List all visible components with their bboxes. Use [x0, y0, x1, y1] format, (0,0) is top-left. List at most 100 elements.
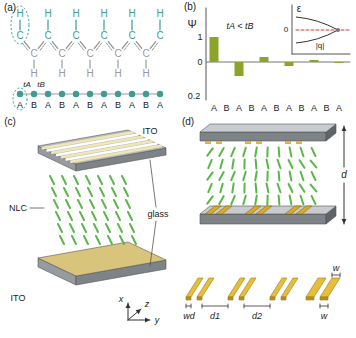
ch-bond — [61, 60, 62, 68]
figure-label: |q| — [316, 42, 325, 50]
ch-bond — [117, 60, 118, 68]
lc-molecule — [290, 172, 292, 181]
lc-molecule — [255, 148, 256, 157]
axis-arrow — [128, 309, 141, 320]
lc-molecule — [267, 184, 269, 193]
site-dot — [31, 91, 37, 97]
figure-label: H — [114, 69, 121, 79]
figure-label: 1 — [197, 33, 202, 42]
dimension-bracket — [186, 304, 187, 308]
electrode — [256, 206, 272, 214]
dimension-bracket — [244, 306, 270, 307]
lc-molecule — [243, 148, 245, 157]
figure-label: C — [142, 49, 149, 59]
dimension-bracket — [332, 273, 333, 277]
axis-arrow — [126, 303, 131, 308]
plate-front — [200, 132, 326, 141]
plate-top — [38, 242, 166, 276]
figure-label: (c) — [4, 117, 16, 127]
lc-molecule — [255, 184, 258, 193]
figure-label: A — [311, 104, 317, 113]
lc-molecule — [102, 200, 106, 208]
y-axis — [206, 8, 207, 100]
axis-arrow — [145, 318, 150, 323]
electrode-bar — [239, 278, 256, 297]
inset-zero — [296, 30, 350, 31]
figure-label: wd — [183, 312, 195, 321]
figure-label: A — [286, 104, 292, 113]
dimension-bracket — [202, 306, 228, 307]
dimension-bracket — [340, 273, 341, 277]
dimension-bracket — [320, 306, 328, 307]
lc-molecule — [301, 172, 304, 181]
lc-molecule — [300, 184, 305, 192]
lc-molecule — [74, 176, 78, 184]
lc-molecule — [232, 184, 233, 193]
site-dot — [59, 91, 65, 97]
figure-label: C — [86, 49, 93, 59]
lc-molecule — [90, 200, 94, 208]
cc-bond-dashed — [134, 43, 139, 50]
electrode — [296, 206, 312, 214]
site-dot — [143, 91, 149, 97]
lc-molecule — [311, 161, 317, 168]
electrode-bar — [281, 278, 298, 297]
figure-label: tA — [23, 81, 31, 89]
figure-label: NLC — [9, 204, 27, 213]
figure-label: z — [145, 300, 150, 309]
electrode-bar — [306, 297, 314, 300]
figure-label: C — [16, 31, 23, 41]
electrode — [205, 141, 211, 144]
figure-label: A — [45, 101, 51, 110]
ch-bond — [19, 20, 20, 30]
zero-line — [206, 62, 350, 63]
cc-bond-dashed — [40, 43, 45, 50]
electrode-bar — [197, 278, 214, 297]
lc-molecule — [301, 148, 304, 157]
lc-molecule — [62, 176, 66, 184]
figure-label: (b) — [184, 2, 196, 12]
figure-label: A — [129, 101, 135, 110]
figure-label: C — [72, 31, 79, 41]
site-dot — [17, 91, 23, 97]
lc-molecule — [266, 148, 268, 157]
figure-label: B — [87, 101, 93, 110]
figure-label: d — [341, 170, 347, 180]
electrode-bar — [270, 297, 275, 300]
electrode-bar — [320, 278, 340, 297]
lc-molecule — [289, 184, 293, 192]
figure-label: B — [31, 101, 37, 110]
lc-molecule — [92, 212, 96, 220]
ch-bond — [145, 60, 146, 68]
figure-label: B — [143, 101, 149, 110]
site-dot — [73, 91, 79, 97]
dimension-bracket — [270, 304, 271, 308]
leader-line — [150, 160, 156, 207]
lc-molecule — [301, 196, 304, 205]
dimension-bracket — [332, 275, 340, 276]
inset-axis — [292, 54, 350, 55]
lc-molecule — [243, 196, 245, 205]
lc-molecule — [290, 196, 292, 205]
figure-label: A — [236, 104, 242, 113]
leader-line — [30, 208, 44, 209]
ch-bond — [89, 60, 90, 68]
lc-molecule — [108, 236, 112, 244]
lc-molecule — [104, 212, 108, 220]
dimension-arrow — [342, 219, 347, 224]
figure-label: C — [58, 49, 65, 59]
figure-label: ε — [297, 4, 301, 14]
ch-bond — [75, 20, 76, 30]
electrode-bar — [281, 297, 286, 300]
lc-molecule — [289, 160, 293, 168]
figure-label: H — [58, 69, 65, 79]
figure-label: 0 — [197, 58, 202, 67]
lc-molecule — [106, 224, 110, 232]
dimension-bracket — [191, 304, 192, 308]
figure-label: w — [321, 312, 328, 321]
figure-label: 0 — [284, 26, 288, 34]
figure-label: A — [211, 104, 217, 113]
figure-label: ITO — [11, 294, 26, 303]
amplitude-bar — [260, 57, 269, 62]
